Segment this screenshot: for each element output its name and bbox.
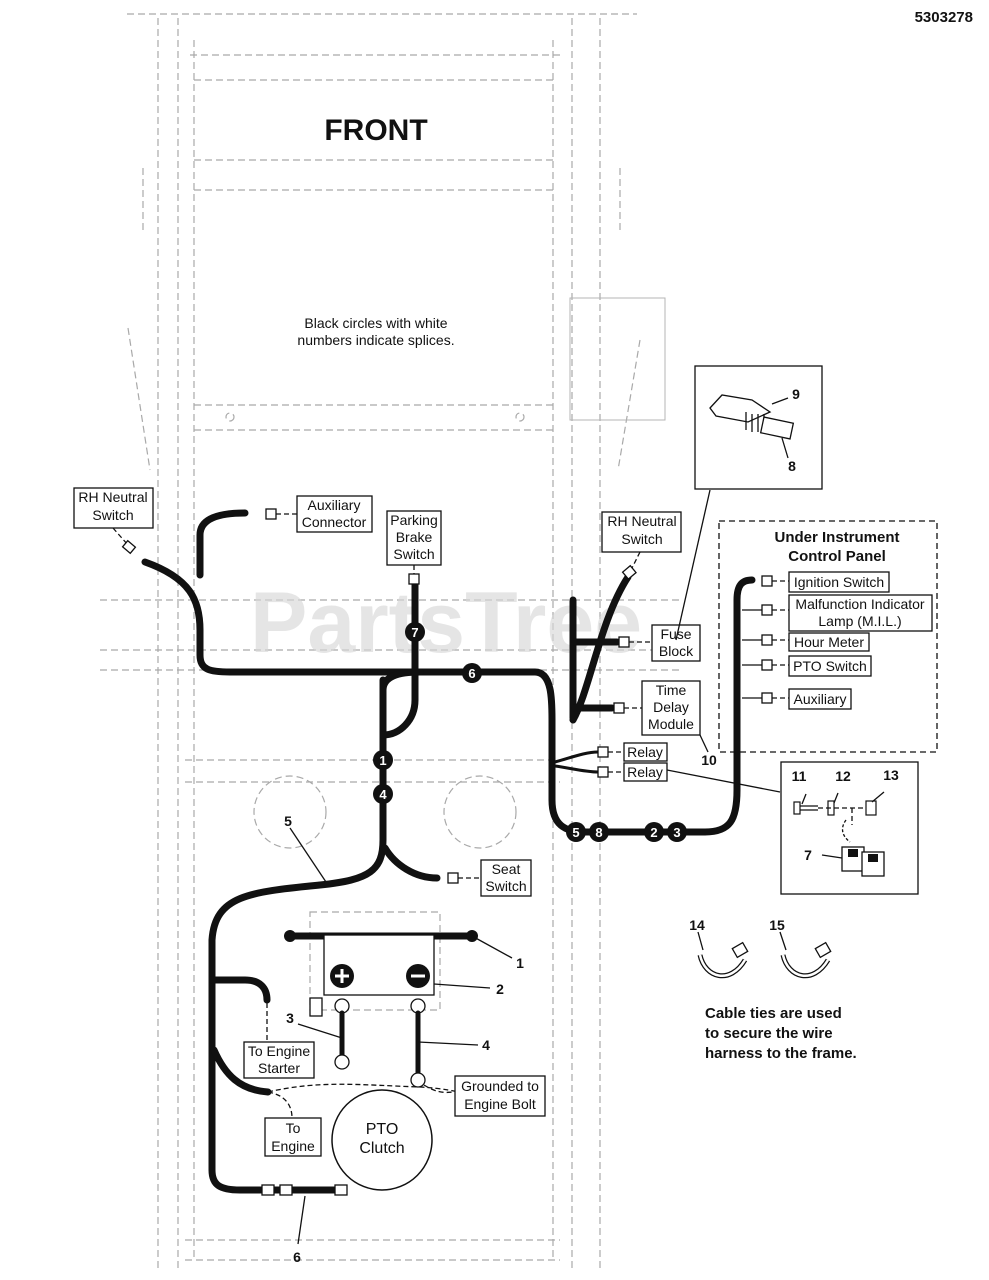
fuse-block: Fuse Block bbox=[618, 624, 701, 662]
svg-text:Engine: Engine bbox=[271, 1138, 315, 1154]
battery bbox=[284, 930, 478, 996]
callout-11: 11 bbox=[792, 768, 807, 784]
front-label: FRONT bbox=[324, 114, 427, 147]
svg-text:RH Neutral: RH Neutral bbox=[607, 513, 676, 529]
svg-text:5: 5 bbox=[572, 825, 579, 840]
watermark-text: PartsTree bbox=[250, 575, 642, 671]
svg-text:Time: Time bbox=[656, 682, 687, 698]
svg-text:Auxiliary: Auxiliary bbox=[794, 691, 847, 707]
svg-text:Parking: Parking bbox=[390, 512, 437, 528]
splice-5: 5 bbox=[566, 822, 586, 842]
splice-3: 3 bbox=[667, 822, 687, 842]
svg-text:6: 6 bbox=[468, 666, 475, 681]
splice-1: 1 bbox=[373, 750, 393, 770]
svg-text:PTO Switch: PTO Switch bbox=[793, 658, 867, 674]
callout-4: 4 bbox=[482, 1037, 490, 1053]
svg-text:Fuse: Fuse bbox=[660, 626, 691, 642]
inset-relay bbox=[780, 761, 919, 895]
callout-leaders bbox=[289, 489, 781, 1245]
diagram-number: 5303278 bbox=[915, 9, 973, 26]
cable-tie-note-2: to secure the wire bbox=[705, 1025, 833, 1042]
svg-text:7: 7 bbox=[411, 625, 418, 640]
splice-7: 7 bbox=[405, 622, 425, 642]
callout-5: 5 bbox=[284, 813, 292, 829]
svg-text:PTO: PTO bbox=[366, 1121, 399, 1138]
callout-13: 13 bbox=[883, 767, 899, 783]
callout-14: 14 bbox=[689, 917, 705, 933]
svg-text:Engine Bolt: Engine Bolt bbox=[464, 1096, 536, 1112]
callout-3: 3 bbox=[286, 1010, 294, 1026]
svg-text:2: 2 bbox=[650, 825, 657, 840]
splice-6: 6 bbox=[462, 663, 482, 683]
svg-text:Auxiliary: Auxiliary bbox=[308, 497, 361, 513]
svg-text:Starter: Starter bbox=[258, 1060, 300, 1076]
svg-text:Delay: Delay bbox=[653, 699, 689, 715]
svg-text:Switch: Switch bbox=[485, 878, 526, 894]
to-engine: To Engine bbox=[264, 1091, 322, 1157]
svg-text:3: 3 bbox=[673, 825, 680, 840]
callout-2: 2 bbox=[496, 981, 504, 997]
svg-text:Hour Meter: Hour Meter bbox=[794, 634, 864, 650]
svg-text:Relay: Relay bbox=[627, 764, 663, 780]
svg-text:Switch: Switch bbox=[621, 531, 662, 547]
pto-clutch: PTO Clutch bbox=[331, 1089, 433, 1191]
battery-cables bbox=[309, 997, 426, 1088]
svg-text:Ignition Switch: Ignition Switch bbox=[794, 574, 884, 590]
svg-text:1: 1 bbox=[379, 753, 386, 768]
svg-text:Seat: Seat bbox=[492, 861, 521, 877]
splice-8: 8 bbox=[589, 822, 609, 842]
splice-4: 4 bbox=[373, 784, 393, 804]
svg-text:Relay: Relay bbox=[627, 744, 663, 760]
grounded-engine-bolt: Grounded to Engine Bolt bbox=[423, 1075, 546, 1117]
note-line-2: numbers indicate splices. bbox=[297, 332, 454, 348]
svg-text:Connector: Connector bbox=[302, 514, 367, 530]
cable-tie-note-3: harness to the frame. bbox=[705, 1045, 857, 1062]
cable-tie-note-1: Cable ties are used bbox=[705, 1005, 842, 1022]
svg-text:Block: Block bbox=[659, 643, 694, 659]
auxiliary-connector: Auxiliary Connector bbox=[265, 495, 373, 533]
engine-starter: To Engine Starter bbox=[243, 1003, 315, 1079]
svg-text:4: 4 bbox=[379, 787, 387, 802]
svg-text:8: 8 bbox=[595, 825, 602, 840]
svg-text:Malfunction Indicator: Malfunction Indicator bbox=[795, 596, 925, 612]
callout-6: 6 bbox=[293, 1249, 301, 1265]
callout-9: 9 bbox=[792, 386, 800, 402]
callout-1: 1 bbox=[516, 955, 524, 971]
callout-7: 7 bbox=[804, 847, 812, 863]
chassis-frame bbox=[100, 13, 680, 1270]
splice-2: 2 bbox=[644, 822, 664, 842]
callout-8: 8 bbox=[788, 458, 796, 474]
svg-text:Switch: Switch bbox=[393, 546, 434, 562]
note-line-1: Black circles with white bbox=[304, 315, 447, 331]
cable-tie-14 bbox=[697, 931, 749, 979]
seat-switch: Seat Switch bbox=[447, 859, 532, 897]
rh-neutral-switch-left: RH Neutral Switch bbox=[73, 487, 154, 555]
callout-12: 12 bbox=[835, 768, 851, 784]
parking-brake-switch: Parking Brake Switch bbox=[386, 510, 442, 585]
inset-fuse bbox=[694, 365, 823, 490]
svg-text:Grounded to: Grounded to bbox=[461, 1078, 539, 1094]
bottom-connectors bbox=[261, 1184, 348, 1196]
callout-15: 15 bbox=[769, 917, 785, 933]
svg-text:Clutch: Clutch bbox=[359, 1140, 404, 1157]
svg-text:Under Instrument: Under Instrument bbox=[774, 529, 899, 546]
svg-text:To: To bbox=[286, 1120, 301, 1136]
svg-text:RH Neutral: RH Neutral bbox=[78, 489, 147, 505]
svg-text:To Engine: To Engine bbox=[248, 1043, 310, 1059]
under-instrument-panel: Under Instrument Control Panel Ignition … bbox=[718, 520, 938, 753]
svg-text:Lamp (M.I.L.): Lamp (M.I.L.) bbox=[818, 613, 901, 629]
svg-text:Switch: Switch bbox=[92, 507, 133, 523]
rh-neutral-switch-right: RH Neutral Switch bbox=[601, 511, 682, 580]
svg-text:Module: Module bbox=[648, 716, 694, 732]
cable-tie-15 bbox=[779, 931, 832, 979]
time-delay-module: Time Delay Module bbox=[613, 680, 701, 736]
main-harness bbox=[141, 509, 756, 1194]
callout-10: 10 bbox=[701, 752, 717, 768]
svg-text:Brake: Brake bbox=[396, 529, 433, 545]
svg-text:Control Panel: Control Panel bbox=[788, 548, 886, 565]
relay-2: Relay bbox=[597, 762, 668, 782]
relay-1: Relay bbox=[597, 742, 668, 762]
